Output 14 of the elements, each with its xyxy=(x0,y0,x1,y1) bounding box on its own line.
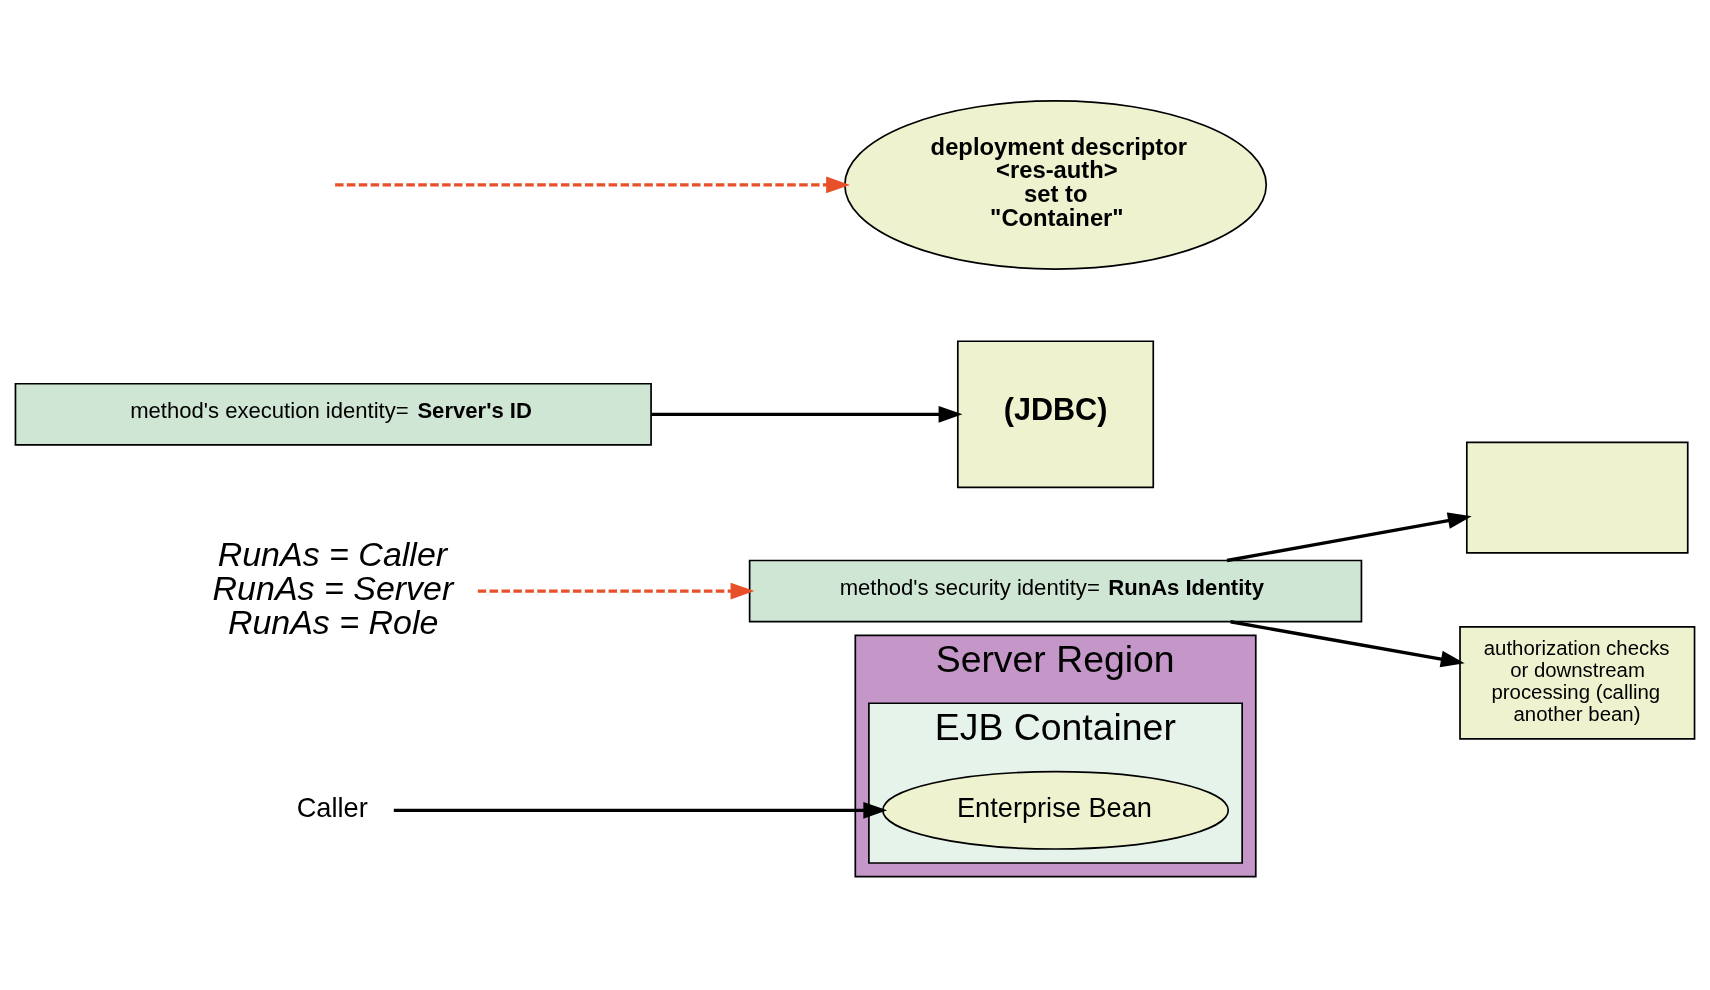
node-text: RunAs = Caller RunAs = Server RunAs = Role xyxy=(212,534,454,641)
node-ellipse: Enterprise Bean xyxy=(881,770,1230,850)
arrow xyxy=(1226,511,1472,562)
node-box: method's execution identity=Server's ID xyxy=(14,382,652,446)
node-box: (JDBC) xyxy=(956,339,1155,488)
arrow xyxy=(335,176,850,193)
node-box: method's security identity=RunAs Identity xyxy=(748,559,1363,623)
node-box: authorization checks or downstream processing (calling another bean) xyxy=(1459,625,1696,740)
arrow xyxy=(393,801,888,819)
arrow xyxy=(477,582,755,599)
node-ellipse: deployment descriptor <res-auth> set to "Container" xyxy=(843,99,1268,270)
arrow xyxy=(651,405,963,423)
node-box xyxy=(1465,441,1689,554)
node-text: Caller xyxy=(296,791,368,823)
